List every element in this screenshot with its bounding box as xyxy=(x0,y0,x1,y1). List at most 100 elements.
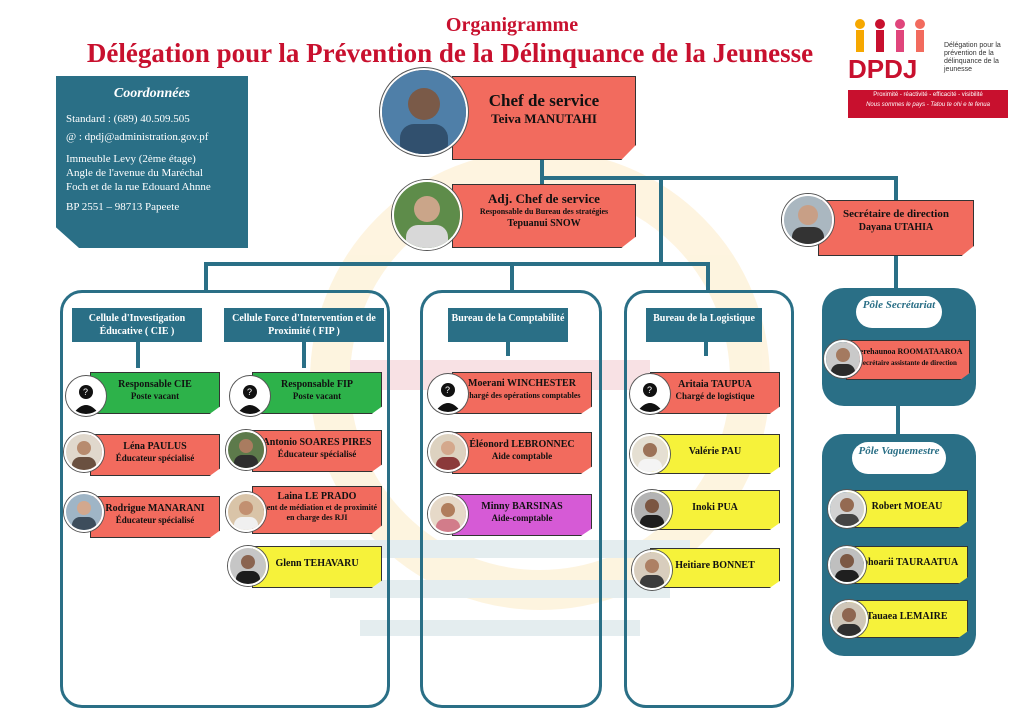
member-role: Agent de médiation et de proximité en ch… xyxy=(256,503,378,522)
svg-text:?: ? xyxy=(445,385,450,395)
member-avatar xyxy=(428,432,468,472)
vacant-person-icon: ? xyxy=(428,374,468,414)
member-name: Moerani WINCHESTER xyxy=(468,378,576,389)
vacant-person-icon: ? xyxy=(230,376,270,416)
vaguemestre-member-card: Robert MOEAU xyxy=(846,490,968,528)
contact-heading: Coordonnées xyxy=(113,86,191,101)
contact-po-box: BP 2551 – 98713 Papeete xyxy=(66,201,180,213)
logo-text: Délégation pour la prévention de la déli… xyxy=(944,42,1001,73)
member-name: Rodrigue MANARANI xyxy=(105,503,205,514)
adjoint-avatar xyxy=(392,180,462,250)
vacant-person-icon: ? xyxy=(66,376,106,416)
chef-name: Teiva MANUTAHI xyxy=(491,111,597,126)
adjoint-detail: Responsable du Bureau des stratégies xyxy=(479,207,609,216)
adjoint-name: Tepuanui SNOW xyxy=(507,218,581,229)
compta-frame xyxy=(420,290,602,708)
member-avatar xyxy=(632,550,672,590)
member-avatar xyxy=(824,340,862,378)
member-avatar xyxy=(630,434,670,474)
svg-text:?: ? xyxy=(647,385,652,395)
member-avatar xyxy=(830,600,868,638)
logistique-member-card: Valérie PAU xyxy=(650,434,780,474)
cie-member-card: Léna PAULUS Éducateur spécialisé xyxy=(90,434,220,476)
member-name: Responsable CIE xyxy=(118,379,192,390)
member-name: Nohoarii TAURAATUA xyxy=(855,557,959,568)
connector-line xyxy=(510,262,514,292)
connector-line xyxy=(706,262,710,292)
member-role: Secrétaire assistante de direction xyxy=(859,359,957,367)
pole-vaguemestre-title: Pôle Vaguemestre xyxy=(852,442,946,474)
connector-line xyxy=(204,262,208,292)
member-name: Herehaunoa ROOMATAAROA xyxy=(853,347,963,356)
member-role: Poste vacant xyxy=(292,391,342,401)
member-name: Inoki PUA xyxy=(692,502,738,513)
adjoint-card: Adj. Chef de service Responsable du Bure… xyxy=(452,184,636,248)
fip-member-card: Glenn TEHAVARU xyxy=(252,546,382,588)
dept-logistique: Bureau de la Logistique xyxy=(646,308,762,342)
connector-arrow xyxy=(136,342,140,368)
logo-motto: Nous sommes le pays - Tatou te ohi e te … xyxy=(866,102,990,108)
svg-text:?: ? xyxy=(83,387,88,397)
member-name: Valérie PAU xyxy=(688,446,742,457)
member-name: Antonio SOARES PIRES xyxy=(262,437,372,448)
member-avatar xyxy=(428,494,468,534)
connector-line xyxy=(659,180,663,266)
member-name: Laina LE PRADO xyxy=(277,491,357,502)
pole-secretariat-title: Pôle Secrétariat xyxy=(856,296,942,328)
compta-member-card: Minny BARSINAS Aide-comptable xyxy=(452,494,592,536)
logo-banner: Proximité - réactivité - efficacité - vi… xyxy=(848,90,1008,118)
member-role: Chargé des opérations comptables xyxy=(463,391,581,400)
logistique-member-card: Aritaia TAUPUA Chargé de logistique xyxy=(650,372,780,414)
compta-member-card: Moerani WINCHESTER Chargé des opérations… xyxy=(452,372,592,414)
svg-text:?: ? xyxy=(247,387,252,397)
member-avatar xyxy=(828,546,866,584)
member-avatar xyxy=(226,430,266,470)
contact-email[interactable]: @ : dpdj@administration.gov.pf xyxy=(66,131,209,143)
fip-member-card: Laina LE PRADO Agent de médiation et de … xyxy=(252,486,382,534)
logo-mark: DPDJ xyxy=(848,54,918,84)
vacant-person-icon: ? xyxy=(630,374,670,414)
secretaire-avatar xyxy=(782,194,834,246)
dept-cie: Cellule d'Investigation Éducative ( CIE … xyxy=(72,308,202,342)
member-role: Poste vacant xyxy=(130,391,180,401)
contact-phone: Standard : (689) 40.509.505 xyxy=(66,113,190,125)
member-name: Éléonord LEBRONNEC xyxy=(469,439,575,450)
secretaire-role: Secrétaire de direction xyxy=(843,208,949,220)
connector-line xyxy=(894,176,898,200)
member-role: Éducateur spécialisé xyxy=(277,449,357,459)
connector-arrow xyxy=(302,342,306,368)
secretaire-name: Dayana UTAHIA xyxy=(858,222,934,233)
page-subtitle: Organigramme xyxy=(445,14,579,36)
logo-figures-icon xyxy=(855,19,925,52)
secretaire-card: Secrétaire de direction Dayana UTAHIA xyxy=(818,200,974,256)
connector-line xyxy=(659,262,709,266)
logistique-frame xyxy=(624,290,794,708)
connector-arrow xyxy=(704,342,708,356)
connector-line xyxy=(204,262,659,266)
fip-member-card: Antonio SOARES PIRES Éducateur spécialis… xyxy=(252,430,382,472)
connector-line xyxy=(894,256,898,292)
member-avatar xyxy=(828,490,866,528)
member-avatar xyxy=(64,492,104,532)
dept-fip: Cellule Force d'Intervention et de Proxi… xyxy=(224,308,384,342)
connector-line xyxy=(540,176,896,180)
connector-arrow xyxy=(506,342,510,356)
member-role: Aide-comptable xyxy=(491,513,553,523)
member-name: Glenn TEHAVARU xyxy=(275,558,359,569)
contact-panel: Coordonnées Standard : (689) 40.509.505 … xyxy=(56,76,248,248)
member-role: Éducateur spécialisé xyxy=(115,453,195,463)
connector-line xyxy=(540,160,544,184)
contact-address-line3: Foch et de la rue Edouard Ahnne xyxy=(66,181,211,193)
adjoint-role: Adj. Chef de service xyxy=(488,191,600,206)
member-avatar xyxy=(632,490,672,530)
member-name: Minny BARSINAS xyxy=(481,501,563,512)
dept-compta: Bureau de la Comptabilité xyxy=(448,308,568,342)
dpdj-logo: DPDJ Délégation pour la prévention de la… xyxy=(848,16,1008,120)
member-avatar xyxy=(64,432,104,472)
member-name: Heitiare BONNET xyxy=(675,560,755,571)
secretariat-member-card: Herehaunoa ROOMATAAROA Secrétaire assist… xyxy=(846,340,970,380)
member-name: Léna PAULUS xyxy=(123,441,187,452)
member-name: Robert MOEAU xyxy=(871,501,943,512)
chef-avatar xyxy=(380,68,468,156)
contact-address-line2: Angle de l'avenue du Maréchal xyxy=(66,167,203,179)
